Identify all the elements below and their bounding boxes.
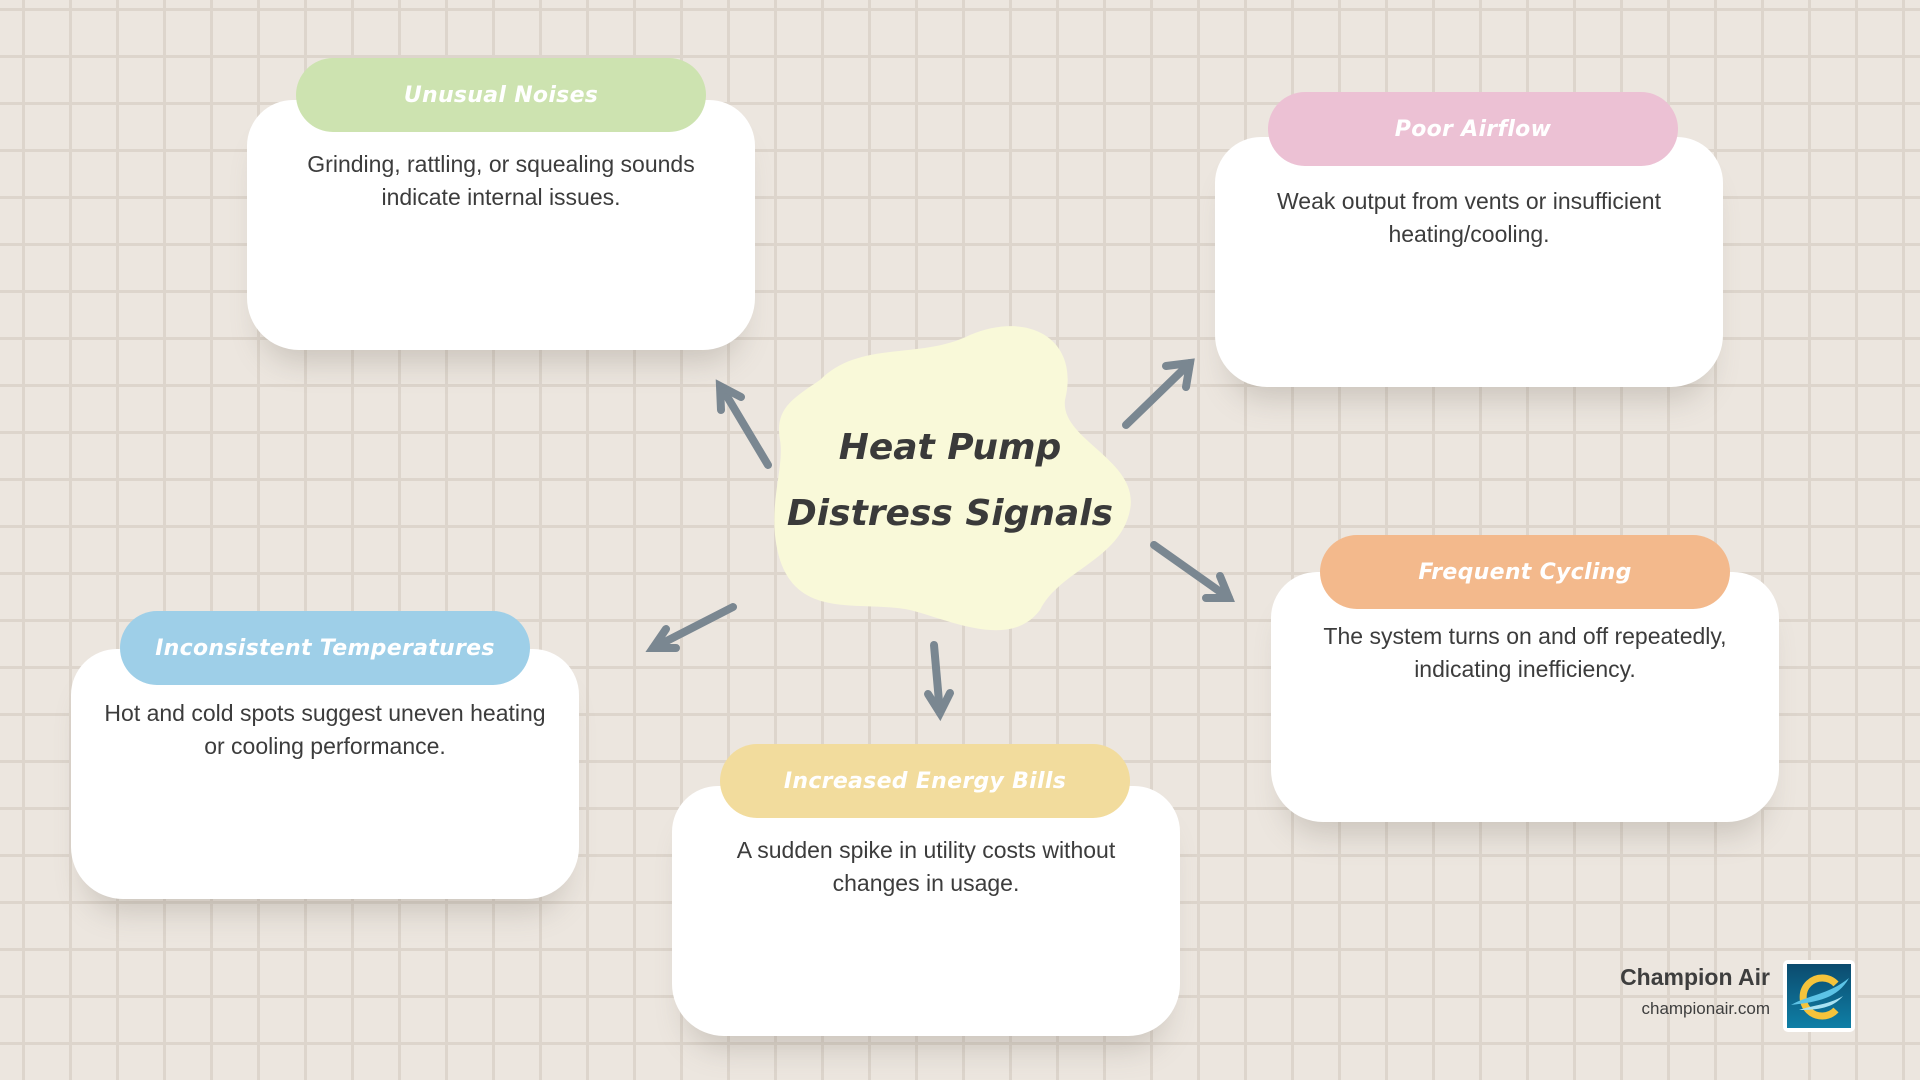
champion-air-logo-icon — [1783, 960, 1855, 1032]
card-poor-airflow: Weak output from vents or insufficient h… — [1215, 137, 1723, 387]
arrow-to-frequent-cycling — [1150, 541, 1235, 602]
diagram-title: Heat Pump Distress Signals — [770, 415, 1130, 547]
pill-poor-airflow: Poor Airflow — [1268, 92, 1678, 166]
card-unusual-noises: Grinding, rattling, or squealing sounds … — [247, 100, 755, 350]
pill-increased-energy-bills: Increased Energy Bills — [720, 744, 1130, 818]
card-increased-energy-bills: A sudden spike in utility costs without … — [672, 786, 1180, 1036]
center-blob — [774, 326, 1131, 631]
arrow-to-increased-energy-bills — [924, 641, 954, 722]
pill-unusual-noises: Unusual Noises — [296, 58, 706, 132]
brand: Champion Air championair.com — [1620, 964, 1770, 1019]
arrow-to-poor-airflow — [1122, 358, 1195, 429]
brand-name: Champion Air — [1620, 964, 1770, 990]
card-text: The system turns on and off repeatedly, … — [1323, 623, 1727, 682]
arrow-to-inconsistent-temperatures — [645, 603, 737, 652]
title-line-1: Heat Pump — [838, 427, 1062, 468]
brand-url: championair.com — [1641, 999, 1770, 1018]
pill-inconsistent-temperatures: Inconsistent Temperatures — [120, 611, 530, 685]
card-text: Weak output from vents or insufficient h… — [1277, 188, 1661, 247]
card-text: Hot and cold spots suggest uneven heatin… — [104, 700, 546, 759]
title-line-2: Distress Signals — [786, 493, 1114, 534]
arrow-to-unusual-noises — [715, 379, 772, 469]
pill-frequent-cycling: Frequent Cycling — [1320, 535, 1730, 609]
card-frequent-cycling: The system turns on and off repeatedly, … — [1271, 572, 1779, 822]
card-text: A sudden spike in utility costs without … — [736, 837, 1116, 896]
card-inconsistent-temperatures: Hot and cold spots suggest uneven heatin… — [71, 649, 579, 899]
card-text: Grinding, rattling, or squealing sounds … — [307, 151, 695, 210]
